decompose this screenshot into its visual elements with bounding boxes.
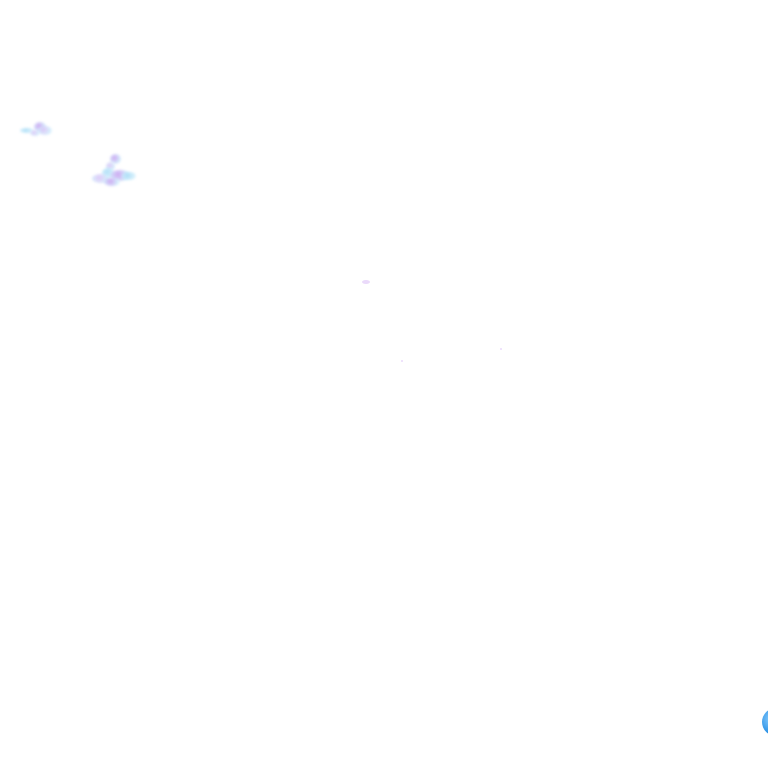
paint-splash-small [16, 118, 56, 142]
splash-blob [110, 154, 121, 164]
orb-shape [762, 708, 768, 736]
faint-speck [500, 348, 502, 350]
splash-blob [122, 172, 136, 180]
splash-blob [38, 126, 52, 135]
splash-blob [20, 128, 34, 133]
splash-blob [30, 130, 40, 136]
splash-blob [106, 162, 115, 171]
splash-blob [92, 174, 110, 183]
splash-blob [110, 170, 130, 181]
faint-speck [401, 360, 403, 362]
splash-blob [34, 122, 46, 132]
faint-speck [362, 280, 370, 284]
splash-blob [102, 168, 114, 178]
blue-orb-partial [762, 708, 768, 736]
paint-splash-large [88, 150, 140, 190]
splash-blob [104, 178, 120, 186]
